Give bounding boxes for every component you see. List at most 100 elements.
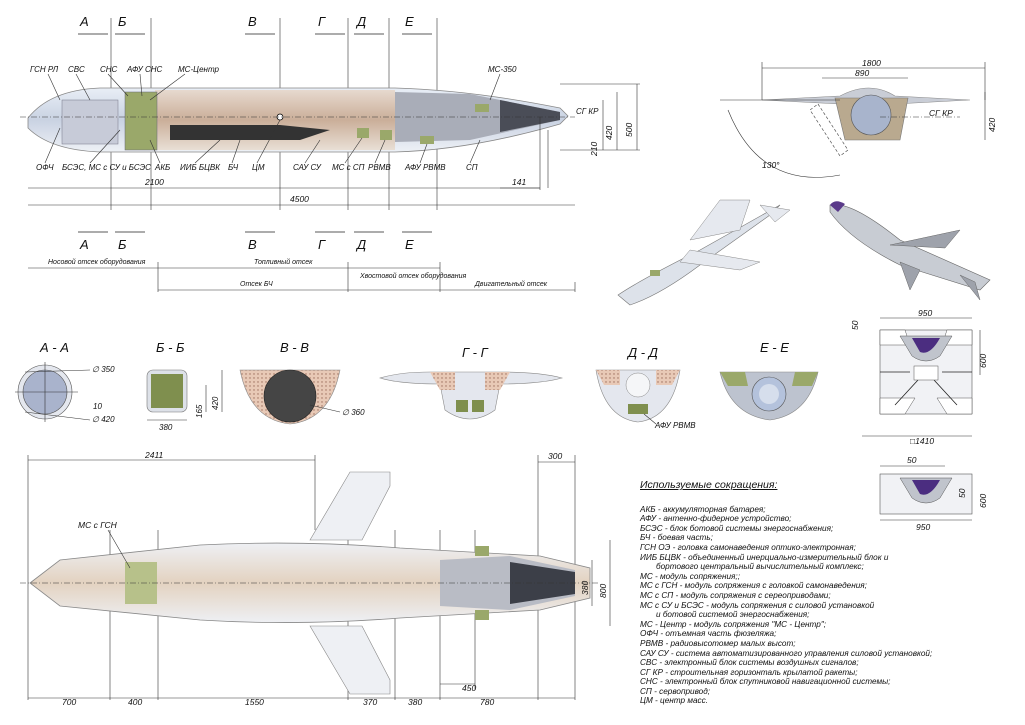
comp-engine: Двигательный отсек <box>474 280 548 288</box>
dim-2100: 2100 <box>144 177 164 187</box>
comp-tail: Хвостовой отсек оборудования <box>359 272 467 280</box>
dim-600-bottom: 600 <box>978 494 988 508</box>
label-ms-gsn: МС с ГСН <box>78 520 118 530</box>
label-ms-center: МС-Центр <box>178 65 220 74</box>
legend-item: АКБ - аккумуляторная батарея; <box>640 504 766 514</box>
title-ee: Е - Е <box>760 340 789 355</box>
dim-210: 210 <box>589 142 599 157</box>
dim-50-bottom: 50 <box>907 455 917 465</box>
legend-item: РВМВ - радиовысотомер малых высот; <box>640 638 796 648</box>
label-gsn-rl: ГСН РЛ <box>30 65 59 74</box>
title-aa: А - А <box>39 340 69 355</box>
side-view-dimensions: 2100 4500 141 210 420 500 <box>28 83 640 206</box>
dim-141: 141 <box>512 177 526 187</box>
abbreviations-legend: Используемые сокращения: АКБ - аккумулят… <box>640 479 1025 706</box>
plan-view: 2411 300 МС с ГСН 380 800 700 400 1550 3… <box>20 450 611 707</box>
section-markers-mid: А Б В Г Д Е Носовой отсек оборудования Т… <box>28 231 576 292</box>
section-g-mid: Г <box>318 237 326 252</box>
title-vv: В - В <box>280 340 309 355</box>
label-rvmv: РВМВ <box>368 163 391 172</box>
legend-item: и ботовой системой энергоснабжения; <box>656 610 810 620</box>
label-afu-rvmv-dd: АФУ РВМВ <box>654 421 696 430</box>
title-bb: Б - Б <box>156 340 185 355</box>
dim-380: 380 <box>159 423 173 432</box>
label-akb: АКБ <box>154 163 170 172</box>
angle-130: 130° <box>762 160 780 170</box>
dim-2411: 2411 <box>144 450 164 460</box>
legend-item: СП - сервопривод; <box>640 686 711 696</box>
legend-list: АКБ - аккумуляторная батарея;АФУ - антен… <box>640 505 1025 706</box>
legend-item: ИИБ БЦВК - объединенный инерциально-изме… <box>640 552 889 562</box>
legend-item: БСЭС - блок ботовой системы энергоснабже… <box>640 523 834 533</box>
section-a-top: А <box>79 14 89 29</box>
legend-item: САУ СУ - система автоматизированного упр… <box>640 648 933 658</box>
label-sns: СНС <box>100 65 118 74</box>
legend-item: БЧ - боевая часть; <box>640 533 713 543</box>
label-bch: БЧ <box>228 163 239 172</box>
legend-title: Используемые сокращения: <box>640 479 778 491</box>
label-sp: СП <box>466 163 478 172</box>
dim-420: 420 <box>604 126 614 140</box>
dim-400: 400 <box>128 697 142 707</box>
section-v-top: В <box>248 14 257 29</box>
section-d-top: Д <box>355 14 366 29</box>
dim-420-aa: ∅ 420 <box>92 415 115 424</box>
label-sg-kr-front: СГ КР <box>929 108 953 118</box>
isometric-view-1 <box>617 199 791 306</box>
legend-item: ЦМ - центр масс. <box>640 696 708 706</box>
comp-nose: Носовой отсек оборудования <box>48 258 146 266</box>
dim-4500: 4500 <box>290 194 309 204</box>
label-ms350: МС-350 <box>488 65 517 74</box>
legend-item: МС с ГСН - модуль сопряжения с головкой … <box>640 581 867 591</box>
dim-800-plan: 800 <box>598 584 608 598</box>
label-afu-sns: АФУ СНС <box>126 65 163 74</box>
section-e-top: Е <box>405 14 414 29</box>
section-b-top: Б <box>118 14 127 29</box>
legend-item: СВС - электронный блок системы воздушных… <box>640 658 859 668</box>
dim-350: ∅ 350 <box>92 365 115 374</box>
section-a-mid: А <box>79 237 89 252</box>
dim-360: ∅ 360 <box>342 408 365 417</box>
label-ofch: ОФЧ <box>36 163 54 172</box>
section-e-mid: Е <box>405 237 414 252</box>
dim-950-top: 950 <box>918 308 932 318</box>
dim-300: 300 <box>548 451 562 461</box>
legend-item: МС - Центр - модуль сопряжения "МС - Цен… <box>640 619 827 629</box>
legend-item: МС с СУ и БСЭС - модуль сопряжения с сил… <box>640 600 875 610</box>
dim-165: 165 <box>195 404 204 418</box>
title-gg: Г - Г <box>462 345 489 360</box>
legend-item: СНС - электронный блок спутниковой навиг… <box>640 677 891 687</box>
title-dd: Д - Д <box>626 345 658 360</box>
cross-sections: А - А Б - Б В - В Г - Г Д - Д Е - Е ∅ 35… <box>15 340 819 432</box>
front-view: 1800 890 420 130° СГ КР <box>720 58 997 178</box>
dim-780: 780 <box>480 697 494 707</box>
label-cm: ЦМ <box>252 163 265 172</box>
side-view-labels: ГСН РЛ СВС СНС АФУ СНС МС-Центр МС-350 С… <box>30 65 599 172</box>
right-views: 950 50 600 □1410 50 50 600 950 <box>850 308 988 532</box>
label-sg-kr-top: СГ КР <box>576 107 599 116</box>
legend-item: МС - модуль сопряжения;; <box>640 571 740 581</box>
section-d-mid: Д <box>355 237 366 252</box>
label-bses: БСЭС, МС с СУ и БСЭС <box>62 163 151 172</box>
dim-600-top: 600 <box>978 354 988 368</box>
dim-1550: 1550 <box>245 697 264 707</box>
legend-item: АФУ - антенно-фидерное устройство; <box>640 514 792 524</box>
legend-item: ГСН ОЭ - головка самонаведения оптико-эл… <box>640 542 856 552</box>
label-iib: ИИБ БЦВК <box>180 163 221 172</box>
dim-420-front: 420 <box>987 118 997 132</box>
dim-950-bottom: 950 <box>916 522 930 532</box>
dim-380-plan: 380 <box>580 581 590 595</box>
section-g-top: Г <box>318 14 326 29</box>
isometric-view-2 <box>829 201 991 301</box>
section-b-mid: Б <box>118 237 127 252</box>
dim-1410: □1410 <box>910 436 934 446</box>
comp-fuel: Топливный отсек <box>254 258 313 266</box>
legend-item: бортового центральный вычислительный ком… <box>656 562 864 572</box>
dim-420-bb: 420 <box>211 396 220 410</box>
label-sau: САУ СУ <box>293 163 322 172</box>
dim-450: 450 <box>462 683 476 693</box>
dim-380-bottom: 380 <box>408 697 422 707</box>
legend-item: ОФЧ - отъемная часть фюзеляжа; <box>640 629 777 639</box>
